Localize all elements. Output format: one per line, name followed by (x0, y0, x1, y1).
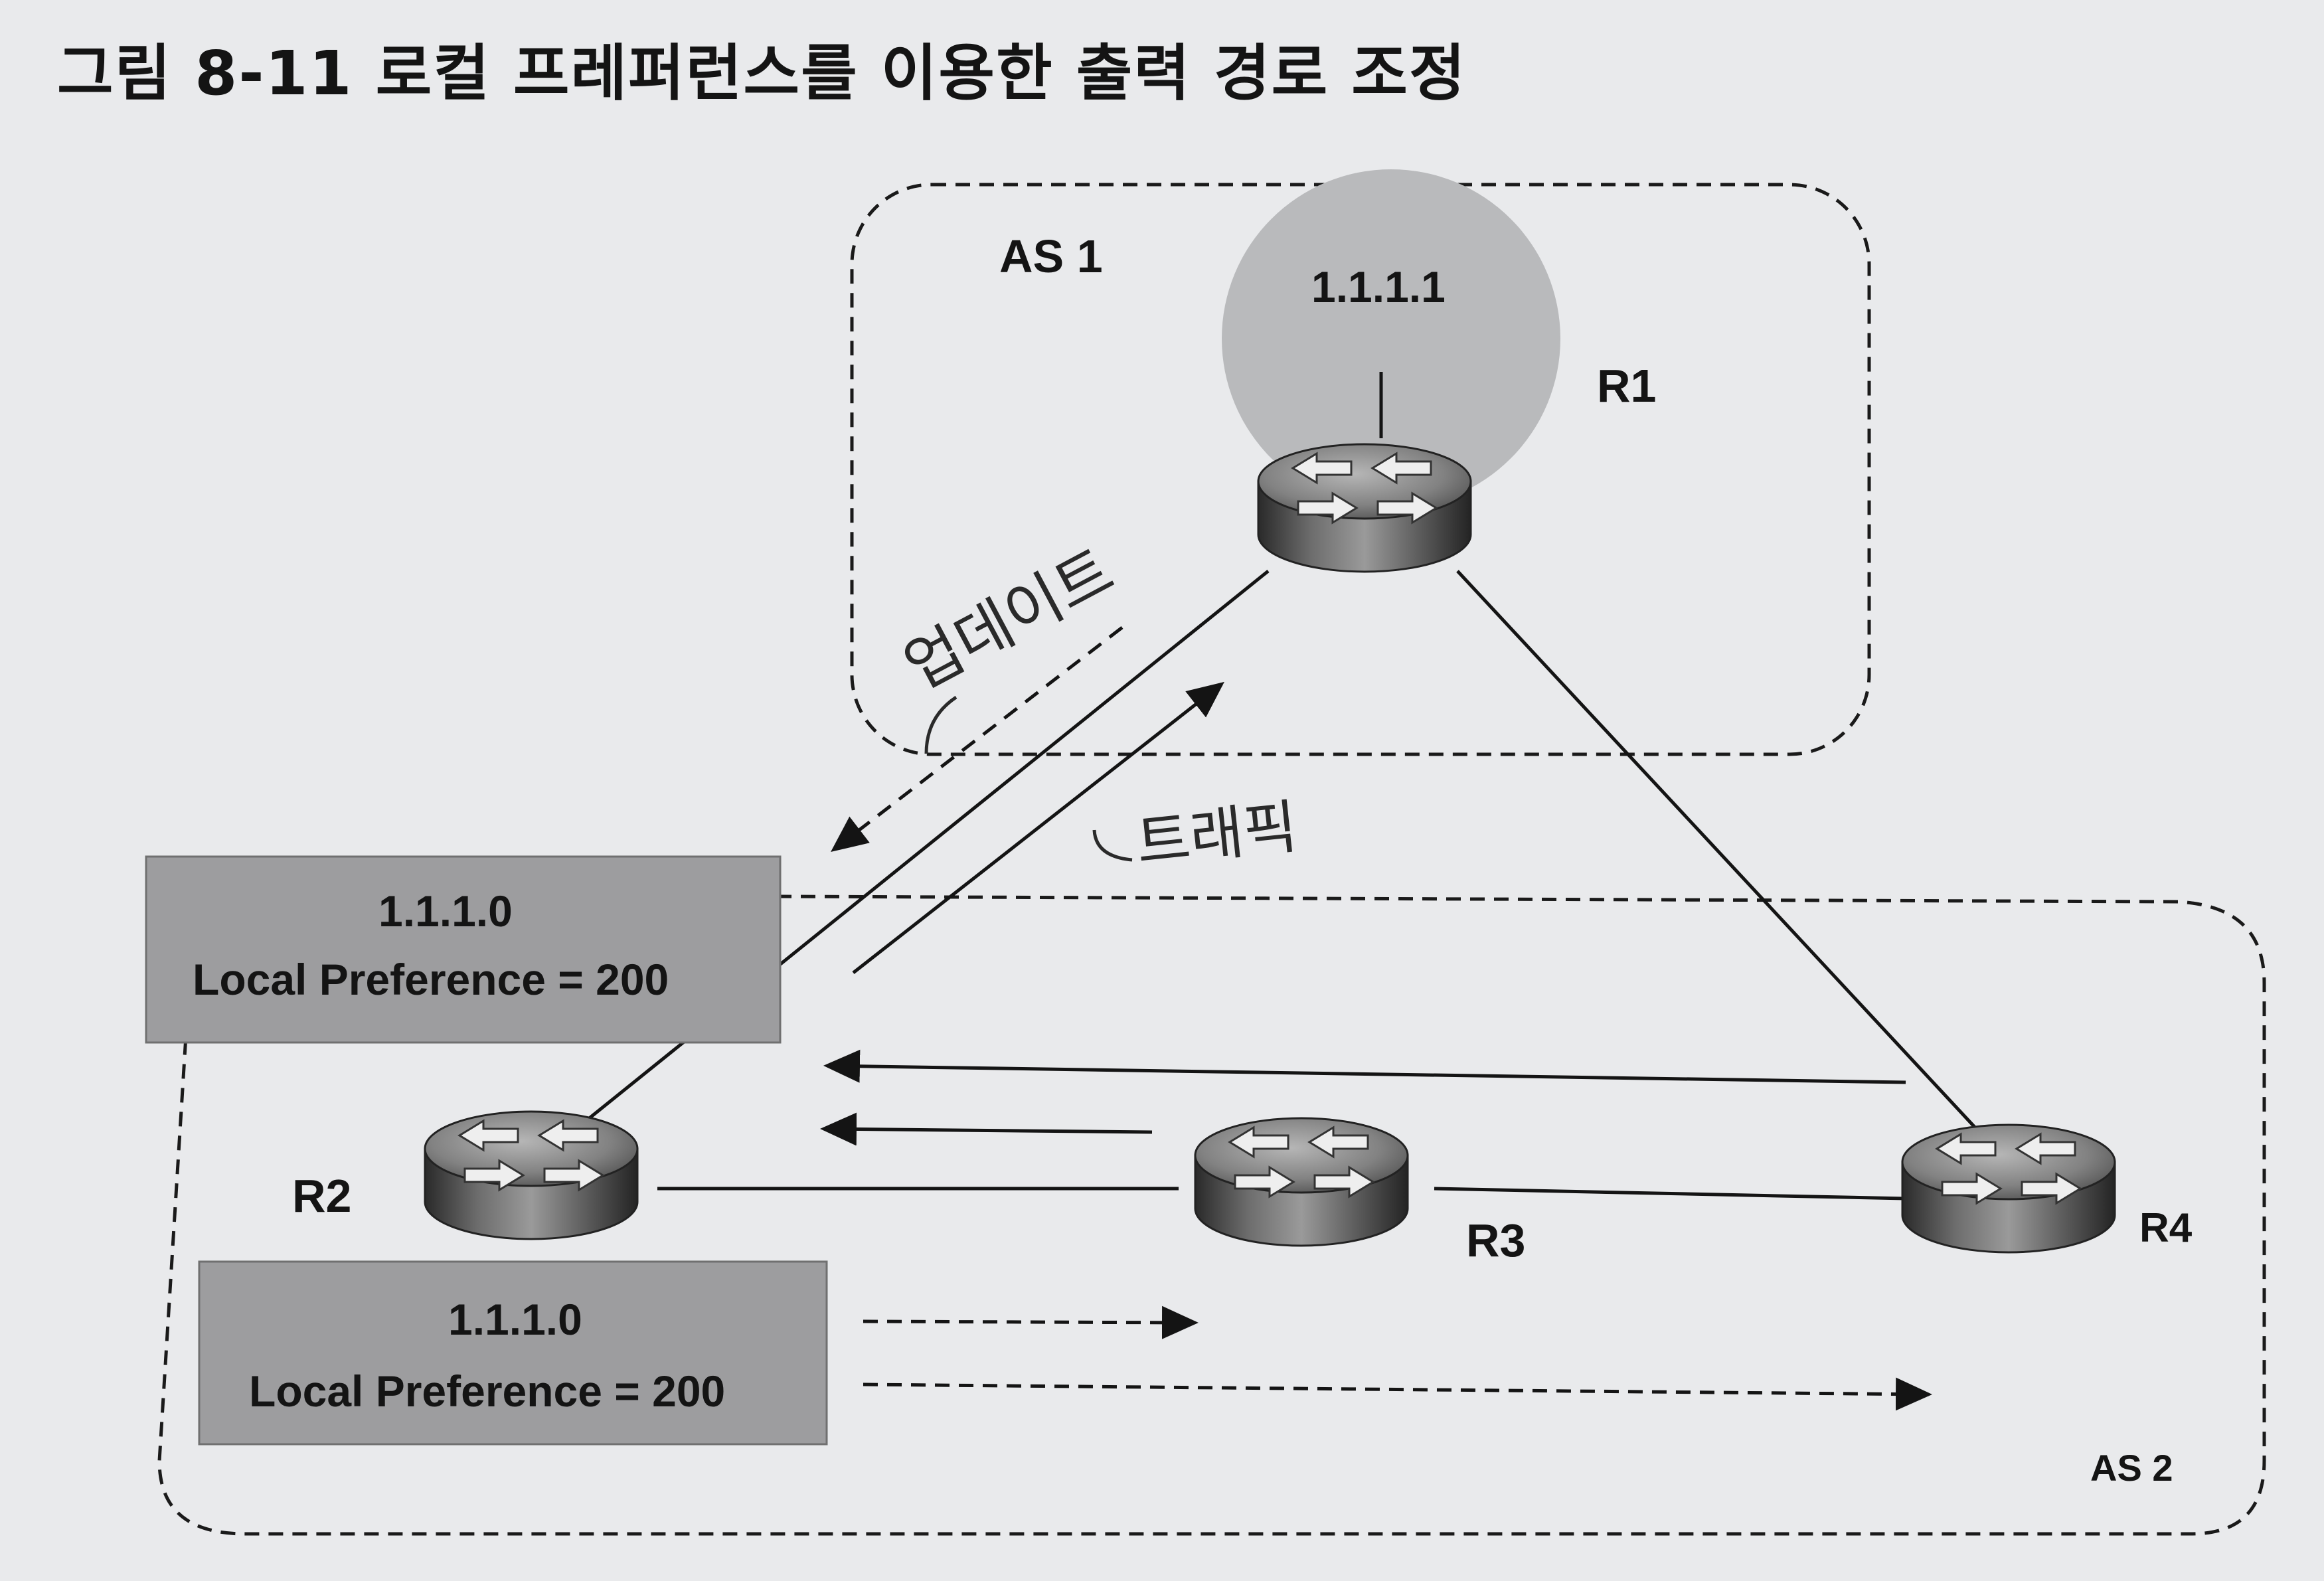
link-r1-r4 (1456, 570, 1990, 1143)
traffic-arrow (852, 681, 1224, 974)
router-r1-label: R1 (1597, 360, 1656, 412)
update-annotation-bracket (924, 695, 957, 754)
as1-boundary (850, 183, 1871, 756)
propagate-arrow-r2-r3 (863, 1305, 1199, 1339)
router-r2-icon (424, 1110, 639, 1240)
update-arrow (831, 626, 1123, 853)
router-r3-label: R3 (1466, 1214, 1525, 1266)
as2-boundary (157, 894, 2266, 1536)
router-r2-label: R2 (292, 1170, 351, 1222)
update-annotation: 업데이트 (893, 535, 1125, 703)
as1-label: AS 1 (999, 230, 1103, 282)
figure-title: 그림 8-11 로컬 프레퍼런스를 이용한 출력 경로 조정 (57, 38, 1467, 109)
router-r4-label: R4 (2139, 1205, 2193, 1251)
update-arrow-r4-r2 (823, 1049, 1906, 1084)
as2-label: AS 2 (2090, 1447, 2173, 1489)
local-pref-box-top (145, 855, 782, 1044)
bottom-box-local-pref: Local Preference = 200 (249, 1367, 725, 1416)
router-r1-icon (1257, 443, 1472, 573)
network-prefix-label: 1.1.1.1 (1311, 262, 1446, 311)
update-arrow-r3-r2 (820, 1112, 1153, 1146)
top-box-prefix: 1.1.1.0 (378, 886, 513, 936)
bottom-box-prefix: 1.1.1.0 (448, 1295, 582, 1344)
top-box-local-pref: Local Preference = 200 (193, 955, 669, 1004)
link-r3-r4 (1434, 1187, 1906, 1201)
traffic-annotation-bracket (1092, 829, 1133, 862)
traffic-annotation: 트래픽 (1133, 792, 1300, 877)
network-circle (1222, 169, 1560, 508)
local-pref-box-bottom (198, 1260, 828, 1446)
propagate-arrow-r2-r4 (863, 1377, 1932, 1411)
router-r4-icon (1901, 1123, 2116, 1254)
router-r3-icon (1194, 1117, 1409, 1247)
